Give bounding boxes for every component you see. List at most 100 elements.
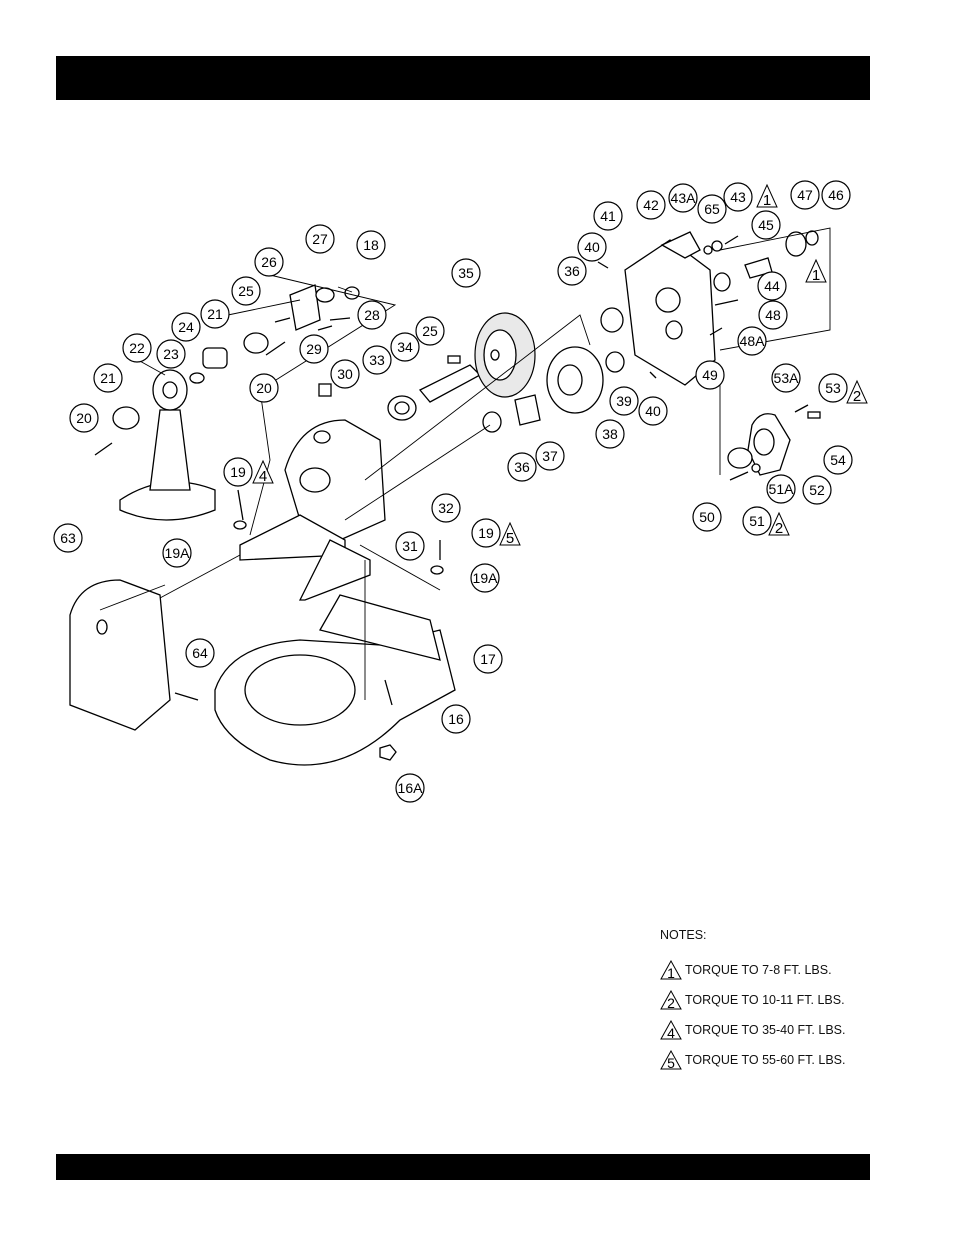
torque-flag-1: 1 bbox=[806, 260, 826, 284]
svg-text:36: 36 bbox=[514, 459, 530, 475]
note-text: TORQUE TO 7-8 FT. LBS. bbox=[685, 963, 832, 977]
triangle-flag-icon: 5 bbox=[660, 1050, 682, 1070]
callout-39: 39 bbox=[610, 387, 638, 415]
svg-text:28: 28 bbox=[364, 307, 380, 323]
notes-title: NOTES: bbox=[660, 928, 890, 942]
svg-text:65: 65 bbox=[704, 201, 720, 217]
callout-46: 46 bbox=[822, 181, 850, 209]
callout-44: 44 bbox=[758, 272, 786, 300]
torque-flag-1: 1 bbox=[757, 185, 777, 209]
svg-text:46: 46 bbox=[828, 187, 844, 203]
note-item: 2 TORQUE TO 10-11 FT. LBS. bbox=[660, 985, 890, 1015]
svg-text:19A: 19A bbox=[473, 570, 499, 586]
note-text: TORQUE TO 35-40 FT. LBS. bbox=[685, 1023, 845, 1037]
torque-flag-2: 2 bbox=[769, 513, 789, 537]
callout-37: 37 bbox=[536, 442, 564, 470]
svg-text:2: 2 bbox=[775, 520, 783, 537]
callout-43a: 43A bbox=[669, 184, 697, 212]
callout-41: 41 bbox=[594, 202, 622, 230]
bushing-24 bbox=[203, 348, 227, 368]
callout-36: 36 bbox=[558, 257, 586, 285]
svg-text:17: 17 bbox=[480, 651, 496, 667]
svg-text:21: 21 bbox=[207, 306, 223, 322]
svg-text:33: 33 bbox=[369, 352, 385, 368]
callout-19: 19 bbox=[224, 458, 252, 486]
callout-30: 30 bbox=[331, 360, 359, 388]
svg-text:34: 34 bbox=[397, 339, 413, 355]
svg-text:24: 24 bbox=[178, 319, 194, 335]
callout-18: 18 bbox=[357, 231, 385, 259]
svg-text:45: 45 bbox=[758, 217, 774, 233]
callout-53a: 53A bbox=[772, 364, 800, 392]
svg-text:16: 16 bbox=[448, 711, 464, 727]
bracket-column bbox=[150, 410, 190, 490]
svg-text:26: 26 bbox=[261, 254, 277, 270]
svg-text:31: 31 bbox=[402, 538, 418, 554]
bearing-47 bbox=[786, 232, 806, 256]
callout-23: 23 bbox=[157, 340, 185, 368]
key-25 bbox=[448, 356, 460, 363]
svg-text:42: 42 bbox=[643, 197, 659, 213]
svg-text:16A: 16A bbox=[398, 780, 424, 796]
svg-text:19: 19 bbox=[230, 464, 246, 480]
callout-42: 42 bbox=[637, 191, 665, 219]
svg-text:19A: 19A bbox=[165, 545, 191, 561]
svg-text:39: 39 bbox=[616, 393, 632, 409]
callout-50: 50 bbox=[693, 503, 721, 531]
svg-text:29: 29 bbox=[306, 341, 322, 357]
svg-text:5: 5 bbox=[667, 1055, 675, 1070]
callout-64: 64 bbox=[186, 639, 214, 667]
input-shaft bbox=[420, 365, 480, 402]
callout-24: 24 bbox=[172, 313, 200, 341]
note-item: 4 TORQUE TO 35-40 FT. LBS. bbox=[660, 1015, 890, 1045]
callout-16: 16 bbox=[442, 705, 470, 733]
torque-flag-4: 4 bbox=[253, 461, 273, 485]
key-54 bbox=[808, 412, 820, 418]
svg-text:30: 30 bbox=[337, 366, 353, 382]
callout-52: 52 bbox=[803, 476, 831, 504]
callout-40: 40 bbox=[578, 233, 606, 261]
svg-text:49: 49 bbox=[702, 367, 718, 383]
svg-text:63: 63 bbox=[60, 530, 76, 546]
svg-text:25: 25 bbox=[422, 323, 438, 339]
seal-44 bbox=[714, 273, 730, 291]
callout-49: 49 bbox=[696, 361, 724, 389]
note-item: 1 TORQUE TO 7-8 FT. LBS. bbox=[660, 955, 890, 985]
callout-22: 22 bbox=[123, 334, 151, 362]
svg-text:40: 40 bbox=[584, 239, 600, 255]
nut-16a bbox=[380, 745, 396, 760]
svg-text:48: 48 bbox=[765, 307, 781, 323]
callout-28: 28 bbox=[358, 301, 386, 329]
svg-text:20: 20 bbox=[256, 380, 272, 396]
callout-45: 45 bbox=[752, 211, 780, 239]
svg-text:5: 5 bbox=[506, 530, 514, 547]
svg-text:32: 32 bbox=[438, 500, 454, 516]
note-item: 5 TORQUE TO 55-60 FT. LBS. bbox=[660, 1045, 890, 1075]
svg-text:51: 51 bbox=[749, 513, 765, 529]
callout-35: 35 bbox=[452, 259, 480, 287]
svg-text:37: 37 bbox=[542, 448, 558, 464]
svg-text:2: 2 bbox=[667, 995, 675, 1010]
callout-26: 26 bbox=[255, 248, 283, 276]
clamp-block bbox=[290, 285, 320, 330]
svg-text:53A: 53A bbox=[774, 370, 800, 386]
svg-text:53: 53 bbox=[825, 380, 841, 396]
callout-33: 33 bbox=[363, 346, 391, 374]
callout-63: 63 bbox=[54, 524, 82, 552]
svg-text:38: 38 bbox=[602, 426, 618, 442]
callout-19a: 19A bbox=[471, 564, 499, 592]
svg-text:48A: 48A bbox=[740, 333, 766, 349]
svg-text:27: 27 bbox=[312, 231, 328, 247]
svg-text:4: 4 bbox=[259, 468, 267, 485]
svg-text:64: 64 bbox=[192, 645, 208, 661]
svg-text:35: 35 bbox=[458, 265, 474, 281]
callout-53: 53 bbox=[819, 374, 847, 402]
callout-21: 21 bbox=[94, 364, 122, 392]
bolt-20 bbox=[95, 443, 112, 455]
callout-48: 48 bbox=[759, 301, 787, 329]
svg-text:18: 18 bbox=[363, 237, 379, 253]
callout-65: 65 bbox=[698, 195, 726, 223]
svg-text:1: 1 bbox=[763, 192, 771, 209]
torque-notes: NOTES: 1 TORQUE TO 7-8 FT. LBS. 2 TORQUE… bbox=[660, 928, 890, 1075]
svg-text:43A: 43A bbox=[671, 190, 697, 206]
